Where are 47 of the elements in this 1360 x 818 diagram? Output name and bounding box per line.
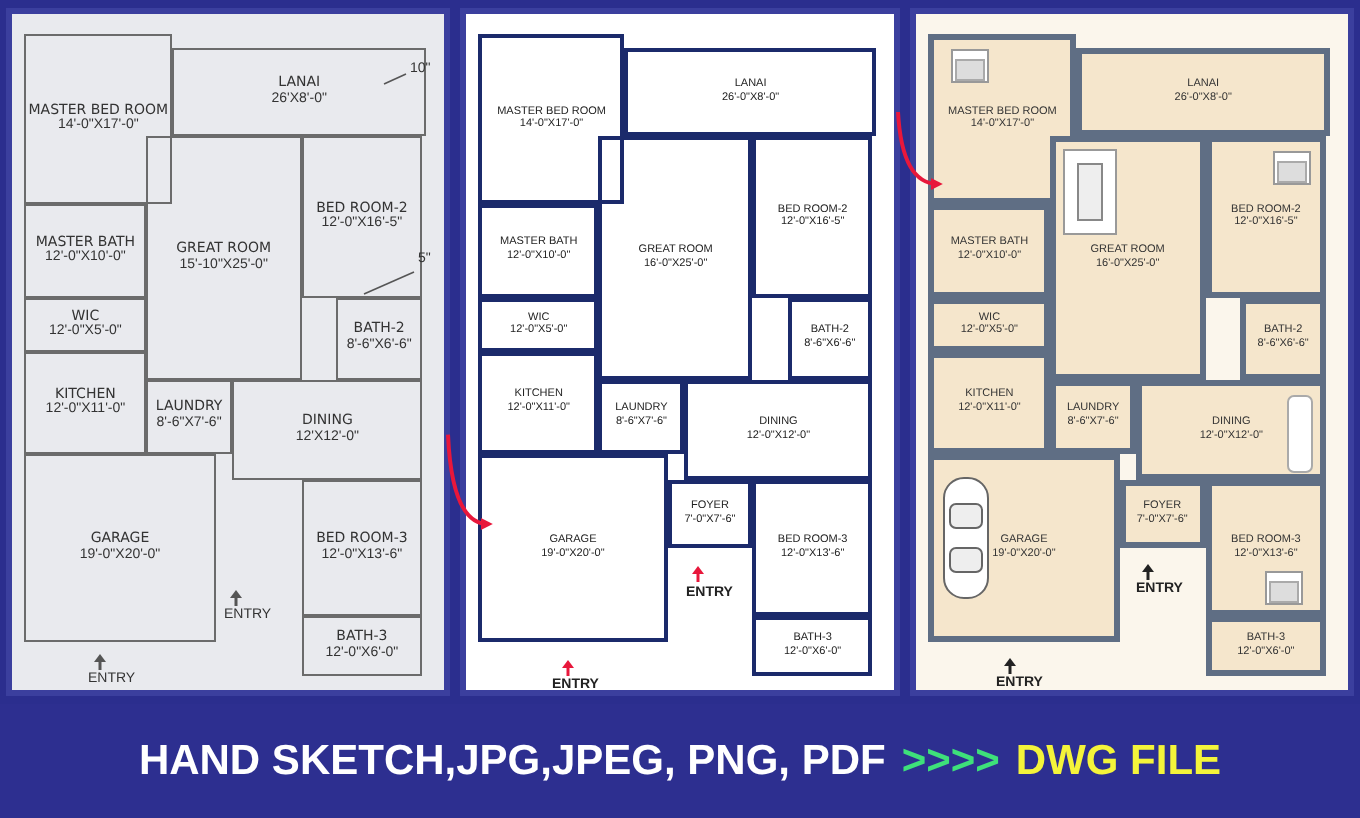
room-box [1136,379,1327,481]
room-box [1119,480,1206,549]
room-box [1205,480,1327,616]
room-box [24,453,215,643]
room-box [752,615,873,677]
room-box [598,135,753,379]
chevron-arrows: >>>> [901,735,1000,788]
room-box [24,297,146,352]
room-box [301,615,423,677]
sketch-floor-plan [6,8,450,696]
room-box [787,297,873,379]
room-box [667,480,753,549]
room-box [24,352,146,454]
room-box [752,135,873,298]
banner-text: DWG FILE [1015,735,1222,788]
room-box [145,135,302,379]
room-box [301,480,423,616]
room-box [624,47,877,136]
room-box [928,453,1119,643]
room-box [928,34,1076,204]
banner-text: HAND SKETCH,JPG,JPEG, PNG, PDF [138,735,886,788]
curved-arrow [896,111,943,190]
room-box [928,352,1050,454]
room-box [478,297,599,352]
room-box [24,34,172,204]
room-box [478,453,668,643]
cad-floor-plan [460,8,900,696]
room-box [752,480,873,616]
room-box [1049,379,1137,454]
room-box [684,379,873,481]
room-box [1205,135,1327,298]
room-box [598,379,685,454]
room-box [478,34,625,204]
room-box [145,379,233,454]
room-box [171,47,427,136]
rendered-floor-plan [910,8,1354,696]
room-box [24,203,146,298]
room-box [1205,615,1327,677]
room-box [1075,47,1331,136]
room-box [928,297,1050,352]
room-box [478,203,599,298]
room-box [336,297,423,379]
room-box [1049,135,1206,379]
room-box [232,379,423,481]
room-box [1240,297,1327,379]
room-box [478,352,599,454]
room-box [928,203,1050,298]
